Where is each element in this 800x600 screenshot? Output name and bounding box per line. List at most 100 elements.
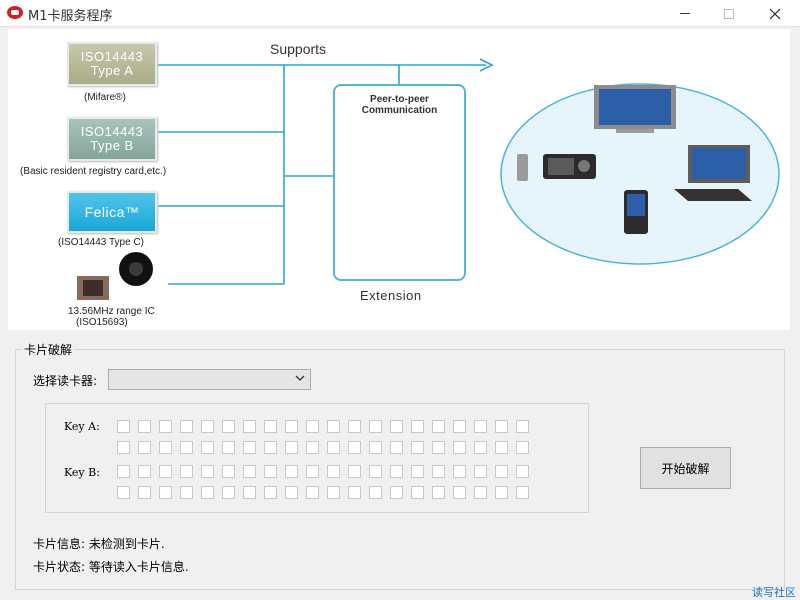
key-byte-input[interactable] xyxy=(348,465,361,478)
key-byte-input[interactable] xyxy=(390,465,403,478)
key-byte-input[interactable] xyxy=(369,465,382,478)
key-byte-input[interactable] xyxy=(369,441,382,454)
key-byte-input[interactable] xyxy=(222,420,235,433)
key-byte-input[interactable] xyxy=(474,441,487,454)
key-byte-input[interactable] xyxy=(201,441,214,454)
key-byte-input[interactable] xyxy=(453,420,466,433)
key-byte-input[interactable] xyxy=(348,486,361,499)
key-byte-input[interactable] xyxy=(222,486,235,499)
key-byte-input[interactable] xyxy=(306,441,319,454)
key-byte-input[interactable] xyxy=(432,420,445,433)
key-byte-input[interactable] xyxy=(117,420,130,433)
key-byte-input[interactable] xyxy=(369,420,382,433)
key-byte-input[interactable] xyxy=(222,441,235,454)
key-byte-input[interactable] xyxy=(306,465,319,478)
chip-b-caption: (Basic resident registry card,etc.) xyxy=(20,166,167,177)
key-byte-input[interactable] xyxy=(516,420,529,433)
key-byte-input[interactable] xyxy=(432,486,445,499)
key-b-row-1 xyxy=(117,465,529,478)
key-byte-input[interactable] xyxy=(474,465,487,478)
key-byte-input[interactable] xyxy=(138,465,151,478)
key-byte-input[interactable] xyxy=(201,420,214,433)
key-byte-input[interactable] xyxy=(453,441,466,454)
key-byte-input[interactable] xyxy=(159,486,172,499)
key-byte-input[interactable] xyxy=(411,441,424,454)
key-byte-input[interactable] xyxy=(180,465,193,478)
key-byte-input[interactable] xyxy=(264,420,277,433)
key-byte-input[interactable] xyxy=(432,465,445,478)
maximize-icon xyxy=(724,8,734,19)
key-byte-input[interactable] xyxy=(306,420,319,433)
window-title: M1卡服务程序 xyxy=(28,9,113,24)
key-byte-input[interactable] xyxy=(327,486,340,499)
key-byte-input[interactable] xyxy=(138,441,151,454)
key-byte-input[interactable] xyxy=(117,486,130,499)
key-byte-input[interactable] xyxy=(516,486,529,499)
key-byte-input[interactable] xyxy=(138,420,151,433)
key-byte-input[interactable] xyxy=(180,420,193,433)
key-byte-input[interactable] xyxy=(348,441,361,454)
key-byte-input[interactable] xyxy=(495,465,508,478)
corner-watermark-text: 读写社区 xyxy=(752,586,796,599)
key-byte-input[interactable] xyxy=(222,465,235,478)
minimize-button[interactable] xyxy=(662,0,708,27)
key-byte-input[interactable] xyxy=(495,486,508,499)
key-byte-input[interactable] xyxy=(159,420,172,433)
key-byte-input[interactable] xyxy=(285,441,298,454)
key-byte-input[interactable] xyxy=(453,465,466,478)
key-byte-input[interactable] xyxy=(390,420,403,433)
key-byte-input[interactable] xyxy=(495,441,508,454)
desktop-computer-icon xyxy=(674,145,752,201)
p2p-title-line1: Peer-to-peer xyxy=(370,94,429,105)
key-byte-input[interactable] xyxy=(411,465,424,478)
key-byte-input[interactable] xyxy=(327,441,340,454)
key-byte-input[interactable] xyxy=(327,465,340,478)
key-byte-input[interactable] xyxy=(369,486,382,499)
key-byte-input[interactable] xyxy=(243,486,256,499)
key-byte-input[interactable] xyxy=(285,420,298,433)
key-byte-input[interactable] xyxy=(285,486,298,499)
key-byte-input[interactable] xyxy=(516,441,529,454)
close-button[interactable] xyxy=(752,0,798,27)
key-byte-input[interactable] xyxy=(264,465,277,478)
key-byte-input[interactable] xyxy=(411,486,424,499)
key-byte-input[interactable] xyxy=(474,486,487,499)
key-byte-input[interactable] xyxy=(306,486,319,499)
iso14443-type-a-chip: ISO14443 Type A xyxy=(67,42,157,86)
key-byte-input[interactable] xyxy=(453,486,466,499)
key-byte-input[interactable] xyxy=(327,420,340,433)
key-byte-input[interactable] xyxy=(264,441,277,454)
key-a-row-1 xyxy=(117,420,529,433)
key-byte-input[interactable] xyxy=(180,486,193,499)
chip-a-caption: (Mifare®) xyxy=(84,92,126,103)
start-crack-button[interactable]: 开始破解 xyxy=(640,447,731,489)
key-byte-input[interactable] xyxy=(390,441,403,454)
key-byte-input[interactable] xyxy=(243,465,256,478)
key-byte-input[interactable] xyxy=(117,465,130,478)
felica-label: Felica™ xyxy=(84,204,140,220)
key-byte-input[interactable] xyxy=(516,465,529,478)
key-byte-input[interactable] xyxy=(285,465,298,478)
ic-caption-line2: (ISO15693) xyxy=(76,317,128,328)
key-byte-input[interactable] xyxy=(495,420,508,433)
key-byte-input[interactable] xyxy=(348,420,361,433)
key-byte-input[interactable] xyxy=(432,441,445,454)
maximize-button[interactable] xyxy=(706,0,752,27)
key-byte-input[interactable] xyxy=(243,420,256,433)
key-byte-input[interactable] xyxy=(138,486,151,499)
key-byte-input[interactable] xyxy=(159,465,172,478)
key-byte-input[interactable] xyxy=(264,486,277,499)
felica-chip: Felica™ xyxy=(67,191,157,233)
reader-select[interactable] xyxy=(108,369,311,390)
key-byte-input[interactable] xyxy=(180,441,193,454)
key-byte-input[interactable] xyxy=(390,486,403,499)
key-byte-input[interactable] xyxy=(474,420,487,433)
key-byte-input[interactable] xyxy=(411,420,424,433)
key-byte-input[interactable] xyxy=(117,441,130,454)
key-byte-input[interactable] xyxy=(201,486,214,499)
key-byte-input[interactable] xyxy=(243,441,256,454)
felica-caption: (ISO14443 Type C) xyxy=(58,237,144,248)
chip-a-line1: ISO14443 xyxy=(80,49,144,64)
key-byte-input[interactable] xyxy=(201,465,214,478)
key-byte-input[interactable] xyxy=(159,441,172,454)
